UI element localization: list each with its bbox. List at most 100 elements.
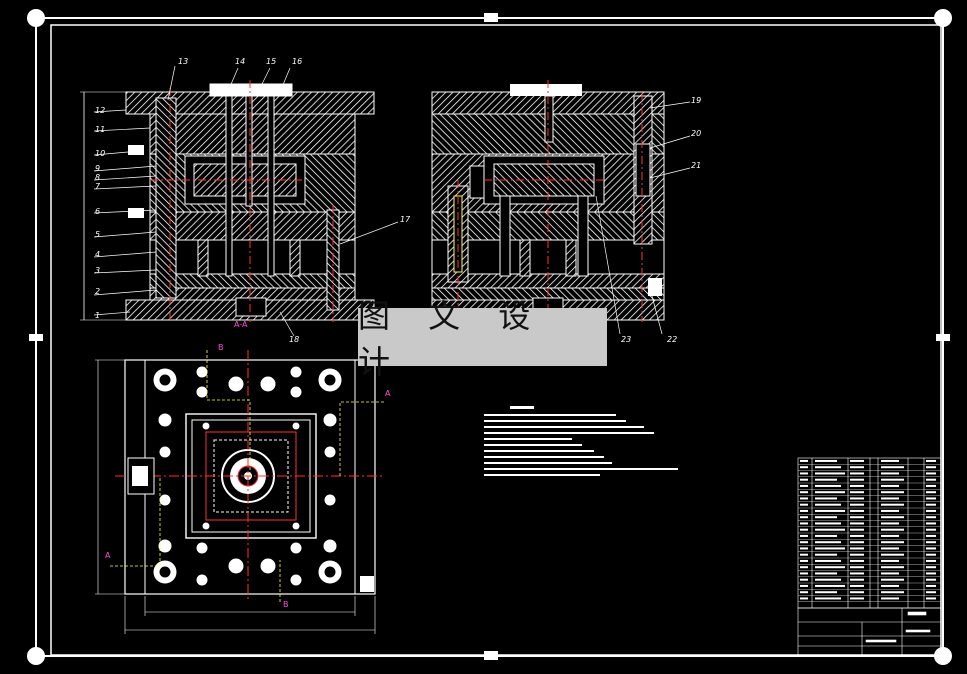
- parts-list-cell-mark: [800, 478, 808, 481]
- callout-23: 23: [621, 335, 631, 344]
- parts-list-cell-mark: [800, 553, 808, 556]
- parts-list-cell-mark: [881, 516, 904, 519]
- callout-8: 8: [95, 173, 100, 182]
- parts-list-cell-mark: [815, 566, 845, 569]
- right-section-view: [431, 80, 665, 322]
- callout-2: 2: [95, 287, 100, 296]
- parts-list-cell-mark: [881, 478, 904, 481]
- parts-list-cell-mark: [800, 497, 808, 500]
- parts-list-cell-mark: [800, 597, 808, 600]
- parts-list-cell-mark: [850, 566, 864, 569]
- parts-list-cell-mark: [850, 491, 864, 494]
- parts-list-cell-mark: [881, 466, 904, 469]
- callout-19: 19: [691, 96, 701, 105]
- parts-list-cell-mark: [926, 484, 936, 487]
- parts-list-cell-mark: [926, 597, 936, 600]
- parts-list-cell-mark: [815, 466, 841, 469]
- section-cut-markers: [110, 350, 384, 602]
- parts-list-cell-mark: [800, 509, 808, 512]
- parts-list-cell-mark: [800, 559, 808, 562]
- parts-list-cell-mark: [800, 572, 808, 575]
- parts-list-cell-mark: [800, 503, 808, 506]
- parts-list-cell-mark: [926, 534, 936, 537]
- parts-list-cell-mark: [815, 559, 841, 562]
- parts-list-cell-mark: [850, 516, 864, 519]
- parts-list-cell-mark: [850, 528, 864, 531]
- parts-list-cell-mark: [800, 466, 808, 469]
- parts-list-cell-mark: [815, 459, 837, 462]
- parts-list-cell-mark: [800, 547, 808, 550]
- parts-list-cell-mark: [881, 472, 899, 475]
- parts-list-cell-mark: [850, 547, 864, 550]
- callout-18: 18: [289, 335, 299, 344]
- right-callout-labels: 19 20 21 22 23: [621, 96, 701, 344]
- parts-list-cell-mark: [926, 541, 936, 544]
- callout-9: 9: [95, 164, 100, 173]
- parts-list-cell-mark: [850, 534, 864, 537]
- parts-list-cell-mark: [850, 472, 864, 475]
- parts-list-cell-mark: [881, 578, 904, 581]
- parts-list-cell-mark: [881, 584, 899, 587]
- parts-list-cell-mark: [926, 578, 936, 581]
- parts-list-cell-mark: [926, 572, 936, 575]
- section-cut-labels: B A A B: [105, 343, 391, 609]
- parts-list-cell-mark: [881, 547, 899, 550]
- parts-list-cell-mark: [815, 509, 845, 512]
- parts-list-cell-mark: [815, 472, 845, 475]
- left-section-view: [80, 80, 375, 322]
- callout-17: 17: [400, 215, 411, 224]
- parts-list-cell-mark: [881, 541, 904, 544]
- parts-list-cell-mark: [881, 534, 899, 537]
- callout-4: 4: [95, 250, 100, 259]
- section-label-aa: A-A: [234, 320, 248, 329]
- parts-list-cell-mark: [926, 516, 936, 519]
- parts-list-cell-mark: [926, 503, 936, 506]
- parts-list-cell-mark: [881, 497, 899, 500]
- parts-list-cell-mark: [800, 591, 808, 594]
- parts-list-cell-mark: [850, 509, 864, 512]
- technical-notes: [484, 406, 678, 476]
- parts-list-cell-mark: [815, 541, 841, 544]
- parts-list-cell-mark: [800, 578, 808, 581]
- parts-list-cell-mark: [881, 522, 899, 525]
- parts-list-rows: [798, 459, 941, 602]
- parts-list-cell-mark: [926, 566, 936, 569]
- left-callout-labels: 1 2 3 4 5 6 7 8 9 10 11 12 13 14 15 16 1…: [95, 57, 411, 344]
- callout-21: 21: [691, 161, 701, 170]
- parts-list-cell-mark: [850, 584, 864, 587]
- section-label-a-right: A: [385, 389, 391, 398]
- callout-20: 20: [691, 129, 701, 138]
- callout-10: 10: [95, 149, 105, 158]
- parts-list-cell-mark: [850, 578, 864, 581]
- parts-list-cell-mark: [800, 459, 808, 462]
- parts-list-cell-mark: [926, 591, 936, 594]
- parts-list-cell-mark: [881, 528, 904, 531]
- parts-list-cell-mark: [815, 478, 837, 481]
- section-label-b-bottom: B: [283, 600, 289, 609]
- parts-list-cell-mark: [881, 559, 899, 562]
- parts-list-cell-mark: [850, 503, 864, 506]
- parts-list-cell-mark: [850, 459, 864, 462]
- parts-list-cell-mark: [815, 497, 837, 500]
- parts-list-cell-mark: [800, 491, 808, 494]
- parts-list-cell-mark: [881, 591, 904, 594]
- parts-list-cell-mark: [926, 478, 936, 481]
- watermark-text: 图 文 设 计: [358, 297, 545, 381]
- parts-list-cell-mark: [815, 591, 837, 594]
- parts-list-cell-mark: [926, 584, 936, 587]
- parts-list-cell-mark: [850, 559, 864, 562]
- parts-list-cell-mark: [850, 541, 864, 544]
- parts-list-cell-mark: [815, 516, 837, 519]
- parts-list-cell-mark: [815, 491, 845, 494]
- parts-list-cell-mark: [815, 584, 845, 587]
- parts-list-cell-mark: [926, 528, 936, 531]
- parts-list-cell-mark: [881, 484, 899, 487]
- parts-list-cell-mark: [881, 509, 899, 512]
- parts-list-cell-mark: [815, 528, 845, 531]
- parts-list-cell-mark: [815, 503, 841, 506]
- parts-list-cell-mark: [850, 591, 864, 594]
- parts-list-cell-mark: [881, 572, 899, 575]
- callout-15: 15: [266, 57, 276, 66]
- parts-list-cell-mark: [800, 534, 808, 537]
- parts-list-cell-mark: [926, 547, 936, 550]
